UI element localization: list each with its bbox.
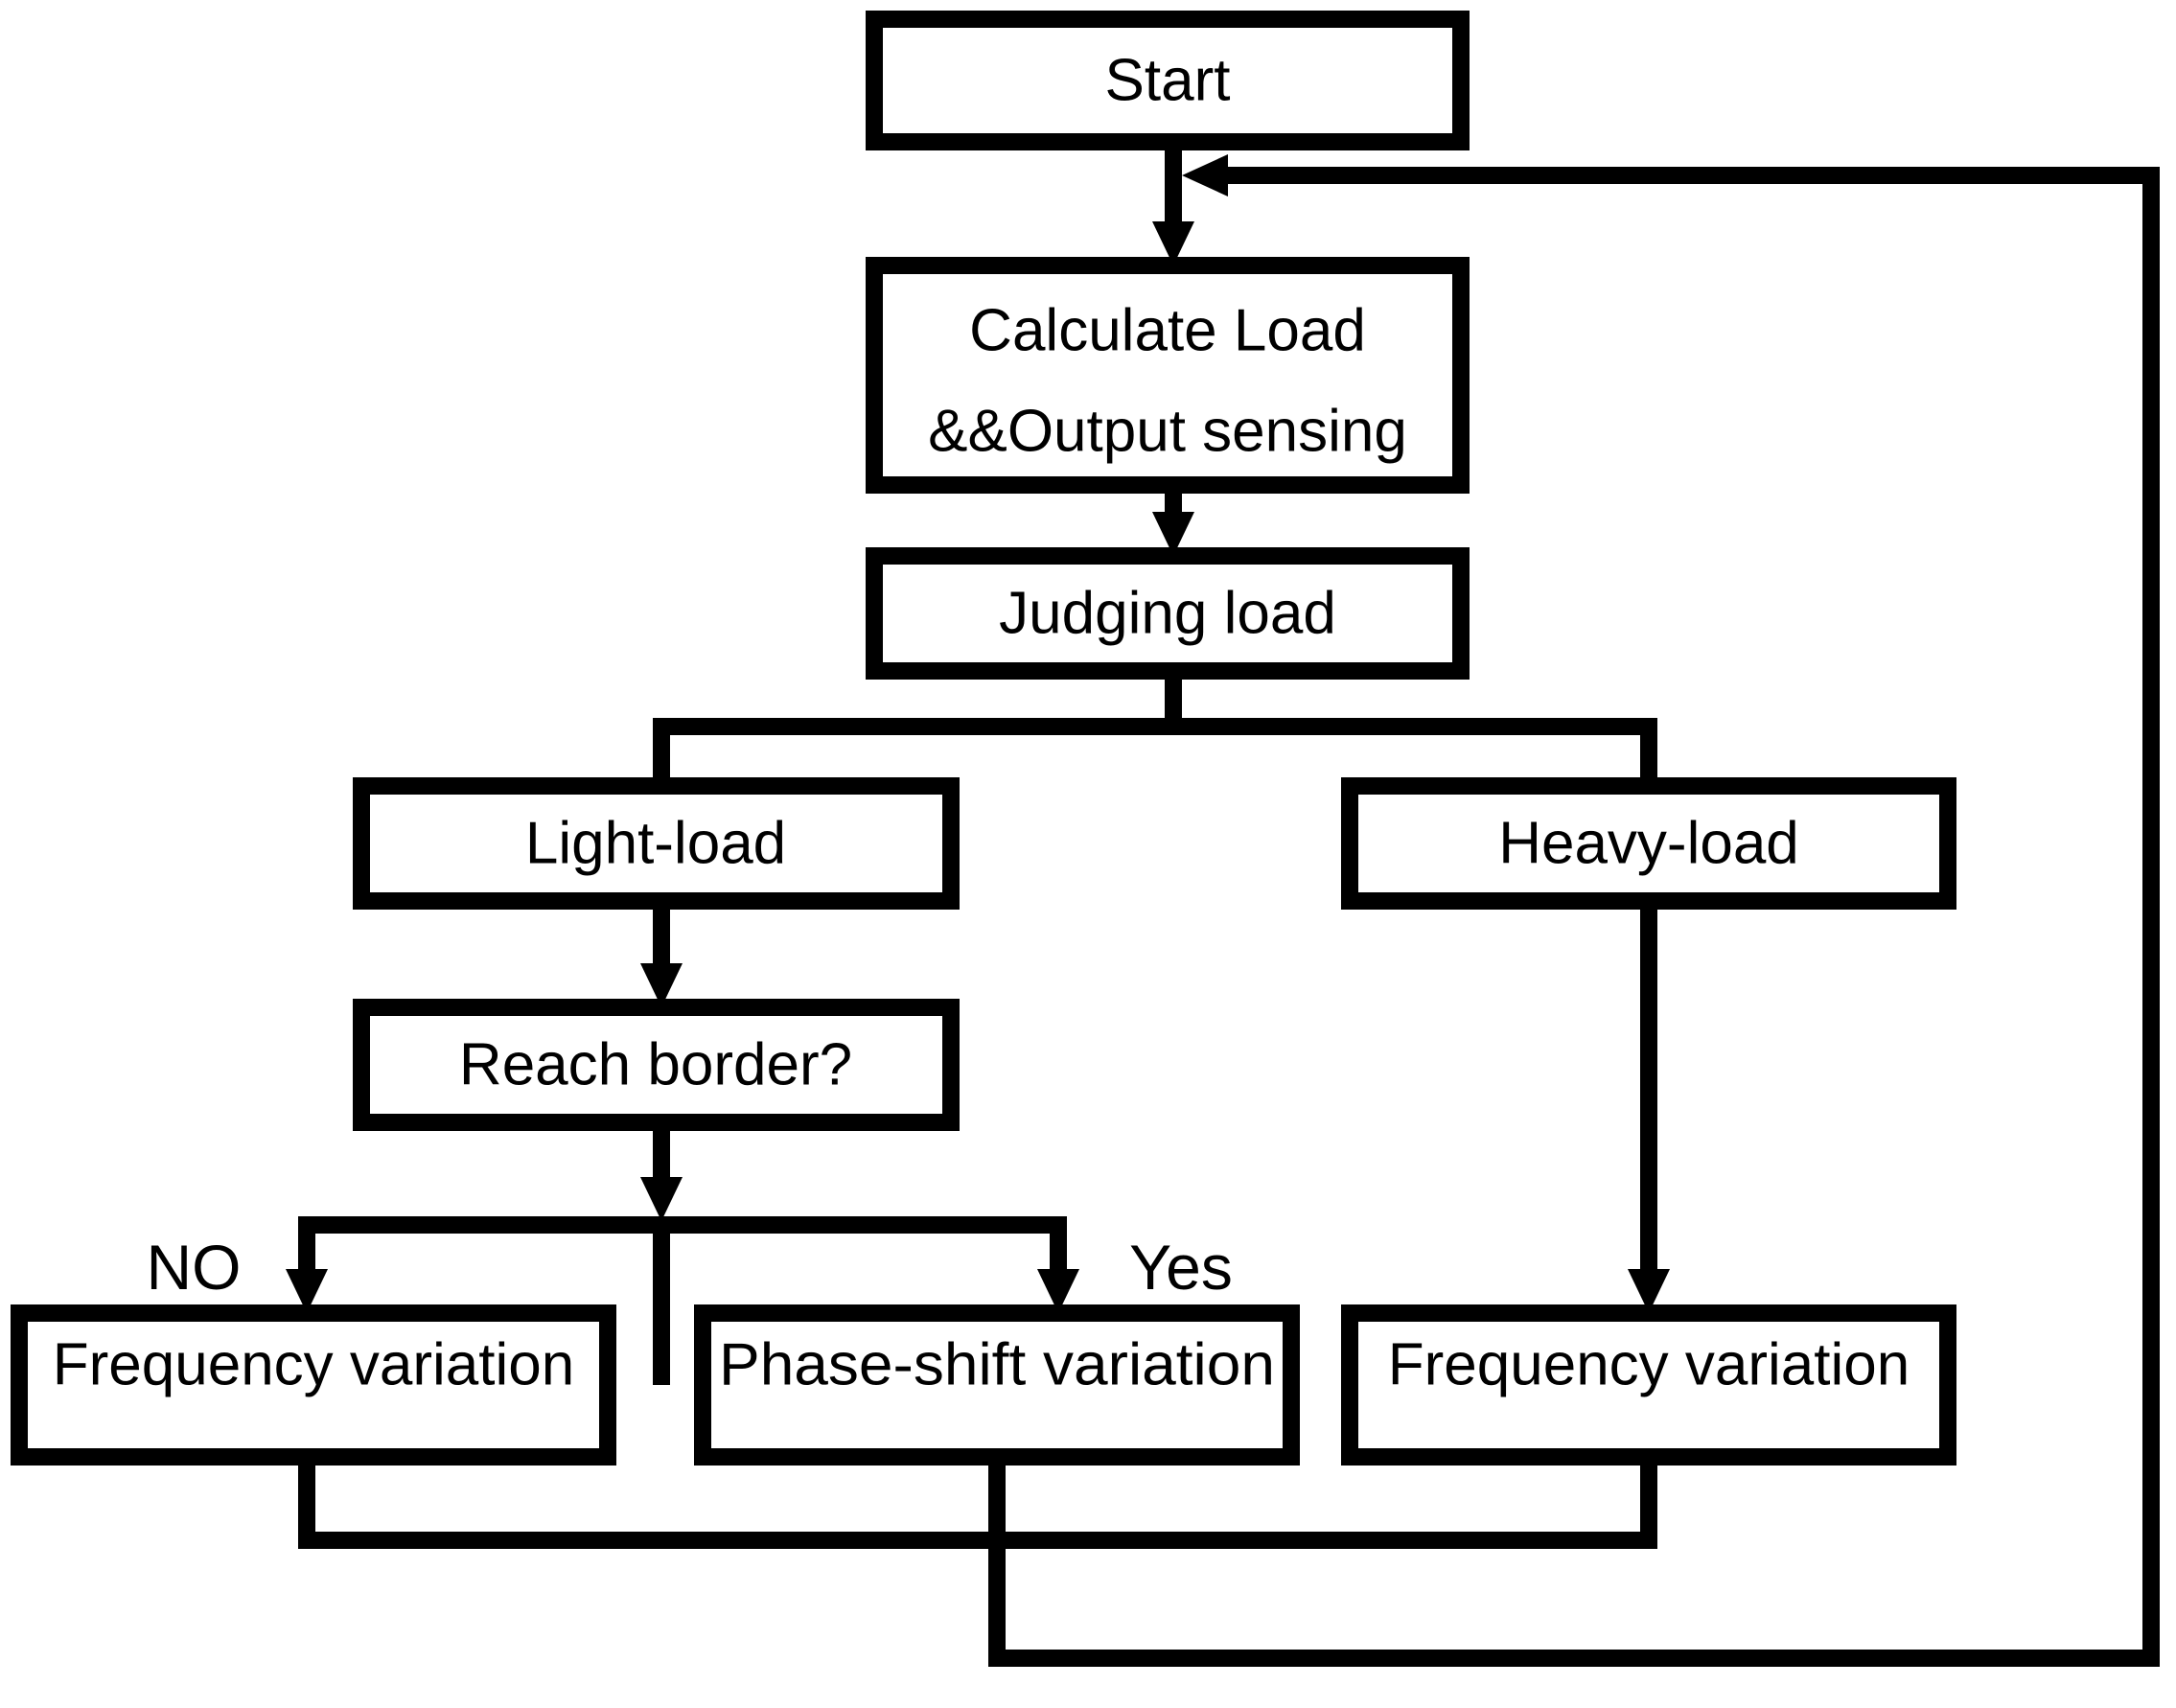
node-reach-border: Reach border? [353,999,960,1131]
arrowhead-into-freq-heavy [1628,1269,1670,1313]
edge-label-yes: Yes [1129,1232,1233,1303]
node-phase-shift-variation: Phase-shift variation [694,1304,1300,1466]
arrowhead-into-phase [1037,1269,1079,1313]
node-calculate-label-line1: Calculate Load [969,298,1366,364]
node-start: Start [866,11,1470,150]
arrowhead-into-judging [1152,512,1194,556]
node-frequency-variation-heavy: Frequency variation [1341,1304,1956,1466]
node-judging-label: Judging load [999,581,1336,647]
node-judging: Judging load [866,547,1470,680]
node-frequency-variation-no: Frequency variation [11,1304,616,1466]
node-start-label: Start [1105,48,1231,114]
node-light-load-box [353,777,960,910]
arrowhead-feedback-left [1182,154,1228,196]
node-reach-border-box [353,999,960,1131]
arrowhead-into-freq-no [286,1269,328,1313]
node-heavy-load: Heavy-load [1341,777,1956,910]
node-calculate-box [866,257,1470,494]
edges [286,142,2160,1667]
node-calculate-label-line2: &&Output sensing [928,399,1407,465]
node-frequency-variation-heavy-box [1341,1304,1956,1466]
node-phase-shift-variation-box [694,1304,1300,1466]
node-judging-box [866,547,1470,680]
node-heavy-load-box [1341,777,1956,910]
node-calculate: Calculate Load &&Output sensing [866,257,1470,494]
node-heavy-load-label: Heavy-load [1498,811,1799,877]
edge-label-no: NO [147,1232,242,1303]
arrowhead-into-reach [640,963,683,1007]
node-light-load: Light-load [353,777,960,910]
node-light-load-label: Light-load [525,811,786,877]
node-reach-border-label: Reach border? [459,1032,852,1098]
node-start-box [866,11,1470,150]
arrowhead-into-calculate [1152,221,1194,265]
node-frequency-variation-no-label: Frequency variation [53,1332,575,1398]
node-phase-shift-variation-label: Phase-shift variation [719,1332,1275,1398]
arrowhead-into-split [640,1177,683,1221]
node-frequency-variation-heavy-label: Frequency variation [1388,1332,1910,1398]
node-frequency-variation-no-box [11,1304,616,1466]
